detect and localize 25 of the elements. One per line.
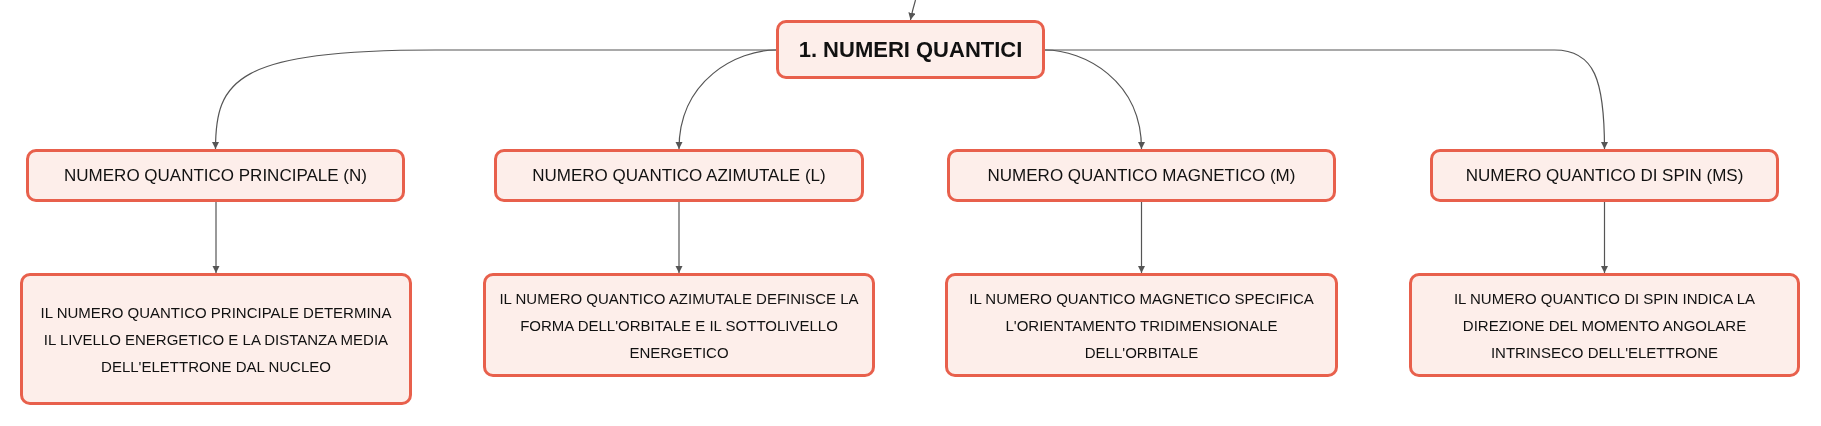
subtopic-box: [947, 149, 1336, 202]
description-box: [20, 273, 412, 405]
subtopic-title: NUMERO QUANTICO DI SPIN (MS): [1465, 164, 1744, 187]
subtopic-title: NUMERO QUANTICO MAGNETICO (M): [987, 164, 1296, 187]
connector-arrow: [1600, 201, 1609, 274]
description-box: [1409, 273, 1800, 377]
subtopic-title: NUMERO QUANTICO PRINCIPALE (N): [64, 164, 367, 187]
description-text: IL NUMERO QUANTICO PRINCIPALE DETERMINA IL LIVELLO ENERGETICO E LA DISTANZA MEDIA DELL'ELETTRONE DAL NUCLEO: [39, 302, 393, 377]
subtopic-box: [494, 149, 864, 202]
description-text: IL NUMERO QUANTICO MAGNETICO SPECIFICA L'ORIENTAMENTO TRIDIMENSIONALE DELL'ORBITALE: [968, 288, 1315, 363]
subtopic-box: [1430, 149, 1779, 202]
description-box: [483, 273, 875, 377]
topic-box: [776, 20, 1045, 79]
description-box: [945, 273, 1338, 377]
connector-arrow: [1044, 49, 1608, 150]
connector-arrow: [675, 49, 777, 150]
subtopic-box: [26, 149, 405, 202]
subtopic-title: NUMERO QUANTICO AZIMUTALE (L): [532, 164, 826, 187]
connector-arrow: [1137, 201, 1146, 274]
connector-arrow: [212, 201, 220, 274]
connector-arrow: [908, 0, 917, 21]
description-text: IL NUMERO QUANTICO DI SPIN INDICA LA DIREZIONE DEL MOMENTO ANGOLARE INTRINSECO DELL'ELETTRONE: [1452, 288, 1757, 363]
connector-arrow: [675, 201, 683, 274]
description-text: IL NUMERO QUANTICO AZIMUTALE DEFINISCE LA FORMA DELL'ORBITALE E IL SOTTOLIVELLO ENERGETICO: [498, 288, 860, 363]
topic-title: 1. NUMERI QUANTICI: [798, 36, 1023, 64]
